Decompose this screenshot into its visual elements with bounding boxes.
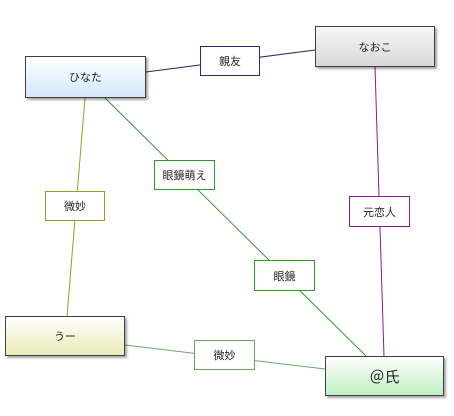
edge-label-hinata-naoko[interactable]: 親友 (200, 46, 260, 76)
edge-text-hinata-naoko: 親友 (219, 55, 241, 68)
edge-label-shi-hinata[interactable]: 眼鏡 (254, 260, 315, 291)
node-shi[interactable]: ＠氏 (325, 356, 444, 396)
node-hinata[interactable]: ひなた (25, 56, 146, 98)
node-label-shi: ＠氏 (369, 367, 400, 386)
node-label-hinata: ひなた (69, 71, 102, 84)
node-naoko[interactable]: なおこ (315, 26, 435, 67)
edge-label-hinata-shi[interactable]: 眼鏡萌え (154, 160, 215, 190)
edge-text-hinata-shi: 眼鏡萌え (162, 169, 207, 182)
edge-text-hinata-uu: 微妙 (64, 200, 86, 213)
edge-label-hinata-uu[interactable]: 微妙 (45, 191, 105, 221)
node-label-naoko: なおこ (358, 40, 392, 54)
edge-line-hinata-shi (104, 97, 367, 357)
edge-text-shi-hinata: 眼鏡 (273, 269, 296, 283)
edge-text-naoko-shi: 元恋人 (363, 205, 396, 219)
node-uu[interactable]: うー (5, 316, 125, 356)
edge-label-naoko-shi[interactable]: 元恋人 (349, 196, 410, 227)
edge-text-uu-shi: 微妙 (213, 349, 236, 362)
node-label-uu: うー (54, 330, 76, 343)
edge-label-uu-shi[interactable]: 微妙 (194, 340, 255, 370)
